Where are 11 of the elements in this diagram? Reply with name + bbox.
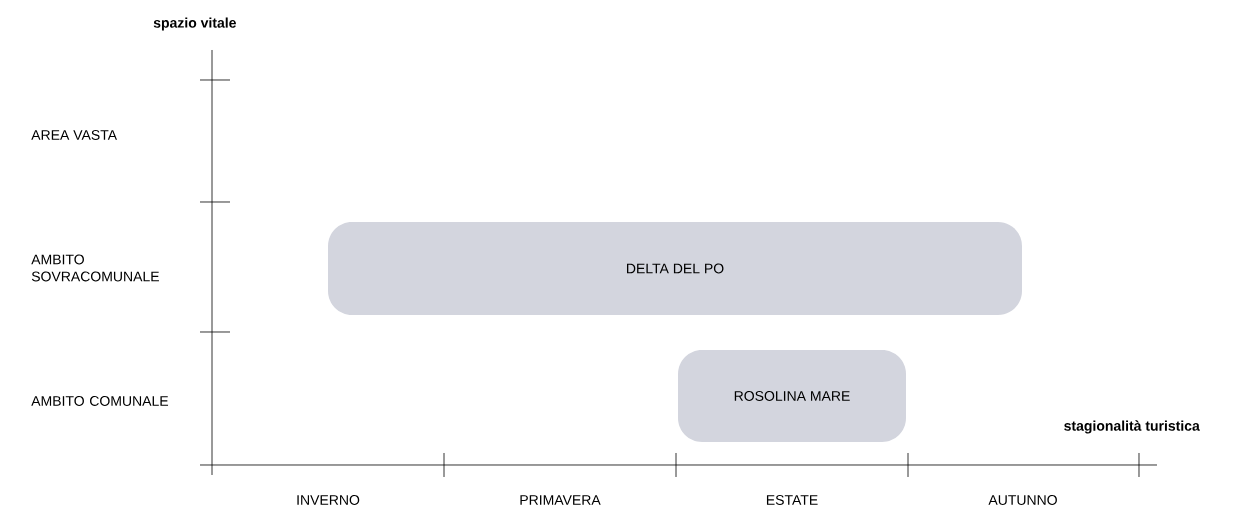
axis-title: stagionalità turistica — [1064, 420, 1200, 434]
range-box: DELTA DEL PO — [328, 222, 1022, 315]
category-label: AUTUNNO — [988, 495, 1057, 505]
axis-title: spazio vitale — [153, 17, 236, 31]
category-label: AREA VASTA — [31, 130, 118, 140]
category-label: INVERNO — [297, 495, 360, 505]
category-label: ESTATE — [766, 495, 818, 505]
category-label: AMBITO SOVRACOMUNALE — [31, 254, 159, 282]
category-label: PRIMAVERA — [520, 495, 601, 505]
category-label: AMBITO COMUNALE — [31, 396, 169, 406]
range-box: ROSOLINA MARE — [678, 350, 906, 442]
